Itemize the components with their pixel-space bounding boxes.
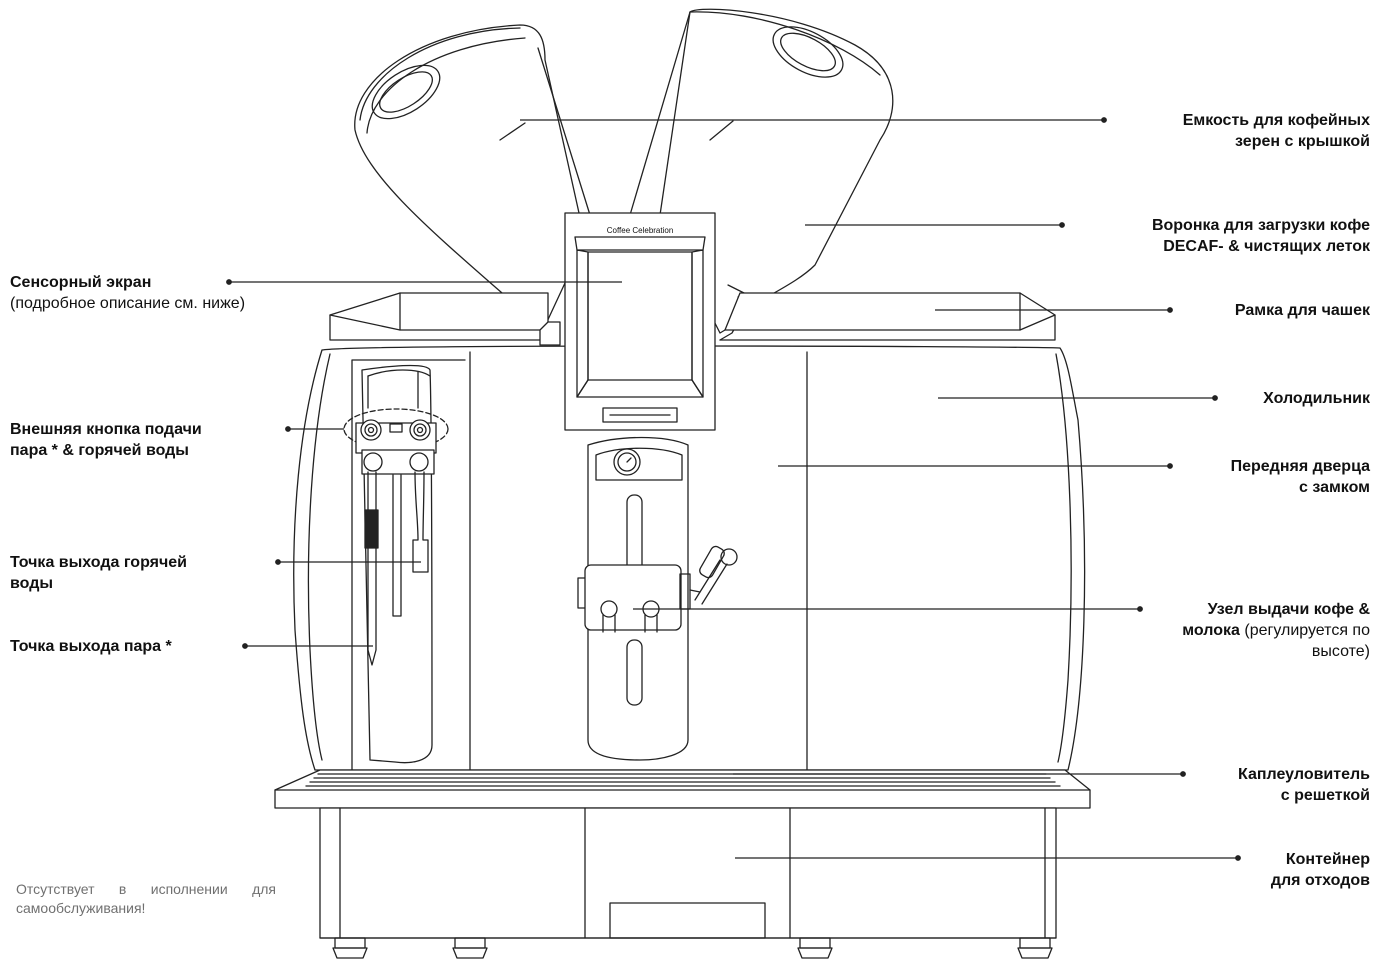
label-steam-button-line1: Внешняя кнопка подачи (10, 421, 202, 438)
label-bean-hopper: Емкость для кофейных зерен с крышкой (1090, 110, 1370, 152)
label-bean-hopper-line1: Емкость для кофейных (1182, 112, 1370, 129)
label-front-door-line2: с замком (1298, 479, 1370, 496)
label-dispenser: Узел выдачи кофе & молока (регулируется … (1100, 599, 1370, 662)
label-dispenser-line2-bold: молока (1182, 622, 1240, 639)
label-touchscreen-desc: (подробное описание см. ниже) (10, 295, 246, 312)
label-drip-tray-line2: с решеткой (1280, 787, 1370, 804)
label-hot-water-line1: Точка выхода горячей (10, 554, 187, 571)
label-waste-container: Контейнер для отходов (1230, 849, 1370, 891)
machine-body (293, 345, 1086, 771)
label-drip-tray: Каплеуловитель с решеткой (1185, 764, 1370, 806)
label-cup-frame-text: Рамка для чашек (1234, 302, 1370, 319)
steam-panel (343, 364, 449, 764)
self-service-note-text: Отсутствует в исполнении для самообслужи… (16, 881, 276, 916)
label-fridge: Холодильник (1220, 388, 1370, 409)
label-bean-hopper-line2: зерен с крышкой (1235, 133, 1370, 150)
label-dispenser-line1: Узел выдачи кофе & (1207, 601, 1370, 618)
label-decaf-funnel-line1: Воронка для загрузки кофе (1151, 217, 1370, 234)
leader-lines (226, 117, 1241, 861)
label-front-door: Передняя дверца с замком (1175, 456, 1370, 498)
label-hot-water-line2: воды (10, 575, 54, 592)
label-dispenser-line2-rest: (регулируется по (1239, 622, 1370, 639)
label-front-door-line1: Передняя дверца (1230, 458, 1370, 475)
label-steam-button-line2: пара * & горячей воды (10, 442, 189, 459)
machine-base (319, 807, 1057, 959)
label-touchscreen-title: Сенсорный экран (10, 274, 152, 291)
screen-brand: Coffee Celebration (607, 226, 674, 235)
label-decaf-funnel: Воронка для загрузки кофе DECAF- & чистя… (1070, 215, 1370, 257)
coffee-dispenser (577, 436, 738, 761)
touchscreen-unit (564, 212, 716, 431)
label-waste-container-line2: для отходов (1270, 872, 1370, 889)
label-drip-tray-line1: Каплеуловитель (1238, 766, 1370, 783)
cup-frame (329, 292, 1056, 346)
label-cup-frame: Рамка для чашек (1180, 300, 1370, 321)
label-hot-water: Точка выхода горячей воды (10, 552, 260, 594)
label-touchscreen: Сенсорный экран (подробное описание см. … (10, 272, 300, 314)
label-steam-outlet-text: Точка выхода пара * (10, 638, 172, 655)
bean-hopper-left (354, 24, 591, 327)
label-fridge-text: Холодильник (1263, 390, 1370, 407)
label-waste-container-line1: Контейнер (1285, 851, 1370, 868)
label-dispenser-line3: высоте) (1311, 643, 1370, 660)
self-service-note: Отсутствует в исполнении для самообслужи… (16, 880, 276, 918)
drip-tray (274, 769, 1091, 809)
label-steam-button: Внешняя кнопка подачи пара * & горячей в… (10, 419, 285, 461)
label-steam-outlet: Точка выхода пара * (10, 636, 240, 657)
label-decaf-funnel-line2: DECAF- & чистящих леток (1163, 238, 1370, 255)
